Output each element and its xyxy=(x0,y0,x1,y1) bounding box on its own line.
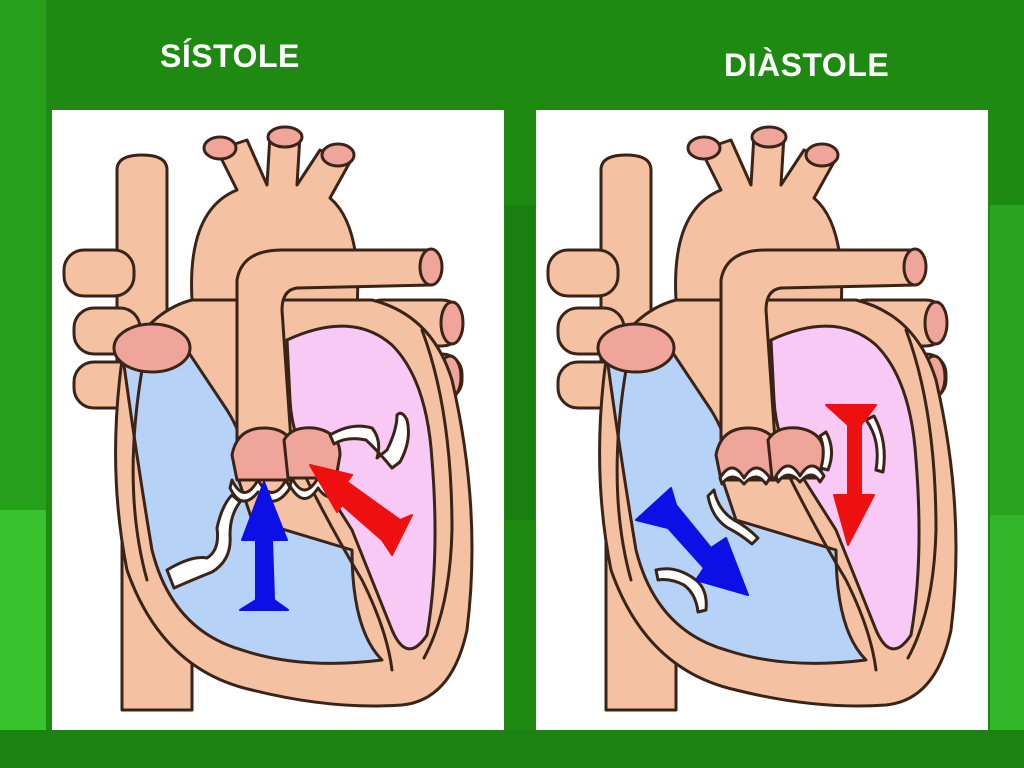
left-atrium-ventricle xyxy=(285,324,437,651)
mitral-valve-right xyxy=(864,414,886,474)
deoxygenated-blood-arrow xyxy=(635,487,749,596)
left-atrium-ventricle xyxy=(769,324,921,651)
right-atrium-ventricle xyxy=(606,345,868,665)
aortic-valve xyxy=(774,464,826,484)
pulmonary-valve xyxy=(718,466,772,486)
tricuspid-valve-upper xyxy=(706,488,760,546)
right-atrium-ventricle xyxy=(122,345,384,665)
diastole-diagram-panel xyxy=(536,110,988,730)
aortic-branch-opening-2 xyxy=(266,125,304,149)
vena-cava-opening xyxy=(596,322,676,374)
deoxygenated-blood-arrow xyxy=(239,481,289,611)
aortic-branch-opening-2 xyxy=(750,125,788,149)
aortic-branch-opening-3 xyxy=(320,142,356,168)
inner-wall-right xyxy=(904,328,938,660)
tricuspid-valve xyxy=(654,567,708,614)
mitral-valve xyxy=(328,411,410,470)
interventricular-septum xyxy=(784,468,878,672)
aortic-branch-opening-1 xyxy=(202,135,238,161)
aortic-valve-opening xyxy=(282,426,342,480)
oxygenated-blood-arrow xyxy=(309,464,413,556)
pulmonary-artery-opening xyxy=(902,247,928,287)
aortic-branch-opening-3 xyxy=(804,142,840,168)
mitral-valve xyxy=(818,430,833,472)
inner-wall-left xyxy=(615,368,633,582)
inner-wall-right xyxy=(420,328,454,660)
diastole-title: DIÀSTOLE xyxy=(724,47,890,83)
pulmonary-vein-right-opening-1 xyxy=(923,300,949,346)
systole-title: SÍSTOLE xyxy=(160,38,300,74)
oxygenated-blood-arrow xyxy=(825,404,877,546)
aortic-branch-opening-1 xyxy=(686,135,722,161)
pulmonary-vein-left-1 xyxy=(62,248,136,298)
tricuspid-valve xyxy=(165,493,242,590)
pulmonary-artery-opening xyxy=(418,247,444,287)
pulmonary-vein-left-1 xyxy=(546,248,620,298)
vena-cava-opening xyxy=(112,322,192,374)
interventricular-septum xyxy=(300,468,394,672)
systole-heart-diagram xyxy=(62,125,474,712)
pulmonary-vein-right-opening-1 xyxy=(439,300,465,346)
diastole-heart-diagram xyxy=(546,125,958,712)
inner-wall-left xyxy=(131,368,149,582)
systole-diagram-panel xyxy=(52,110,504,730)
